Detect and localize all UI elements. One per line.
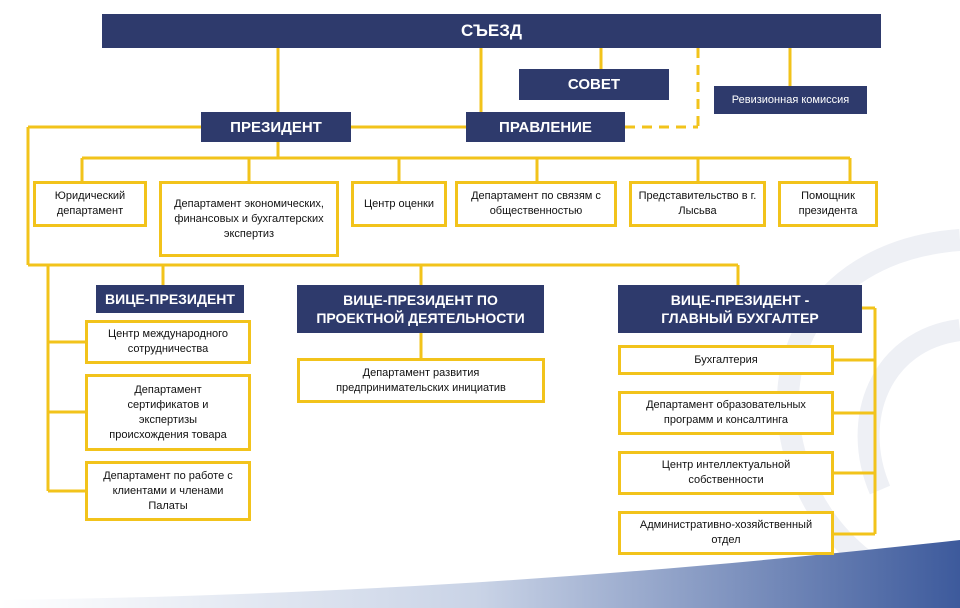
vp3-unit-label: Бухгалтерия	[694, 353, 758, 366]
vice-president-title: ВИЦЕ-ПРЕЗИДЕНТ	[105, 291, 235, 307]
vp3-unit-box: Департамент образовательных программ и к…	[618, 391, 834, 435]
president-unit-label: Представительство в г. Лысьва	[638, 190, 757, 217]
vp1-unit-label: Департамент по работе с клиентами и член…	[103, 469, 233, 512]
council-box: СОВЕТ	[519, 69, 669, 100]
vp3-unit-label: Центр интеллектуальной собственности	[661, 459, 791, 486]
audit-commission-label: Ревизионная комиссия	[731, 94, 850, 106]
president-unit-box: Помощник президента	[778, 181, 878, 227]
board-label: ПРАВЛЕНИЕ	[499, 118, 592, 136]
bottom-band	[0, 540, 960, 608]
vp3-unit-box: Центр интеллектуальной собственности	[618, 451, 834, 495]
vp2-unit-label: Департамент развития предпринимательских…	[336, 366, 506, 394]
president-label: ПРЕЗИДЕНТ	[230, 118, 322, 136]
president-unit-box: Департамент по связям с общественностью	[455, 181, 617, 227]
vp1-unit-label: Департамент сертификатов и экспертизы пр…	[109, 383, 227, 441]
vp1-unit-box: Департамент по работе с клиентами и член…	[85, 461, 251, 521]
congress-box: СЪЕЗД	[102, 14, 881, 48]
president-unit-box: Представительство в г. Лысьва	[629, 181, 766, 227]
president-unit-label: Департамент по связям с общественностью	[471, 190, 601, 217]
vp2-unit-box: Департамент развития предпринимательских…	[297, 358, 545, 403]
vice-president-projects-box: ВИЦЕ-ПРЕЗИДЕНТ ПО ПРОЕКТНОЙ ДЕЯТЕЛЬНОСТИ	[297, 285, 544, 333]
vp3-unit-box: Административно-хозяйственный отдел	[618, 511, 834, 555]
council-label: СОВЕТ	[567, 76, 621, 93]
vice-president-box: ВИЦЕ-ПРЕЗИДЕНТ	[96, 285, 244, 313]
board-box: ПРАВЛЕНИЕ	[466, 112, 625, 142]
president-unit-box: Юридический департамент	[33, 181, 147, 227]
vice-president-accountant-title: ВИЦЕ-ПРЕЗИДЕНТ - ГЛАВНЫЙ БУХГАЛТЕР	[661, 292, 819, 326]
president-unit-label: Юридический департамент	[54, 190, 126, 217]
vp3-unit-box: Бухгалтерия	[618, 345, 834, 375]
president-unit-label: Помощник президента	[798, 190, 858, 217]
vp3-unit-label: Департамент образовательных программ и к…	[646, 399, 806, 426]
vice-president-accountant-box: ВИЦЕ-ПРЕЗИДЕНТ - ГЛАВНЫЙ БУХГАЛТЕР	[618, 285, 862, 333]
president-unit-box: Департамент экономических, финансовых и …	[159, 181, 339, 257]
president-unit-box: Центр оценки	[351, 181, 447, 227]
president-unit-label: Департамент экономических, финансовых и …	[174, 197, 324, 240]
vp1-unit-box: Департамент сертификатов и экспертизы пр…	[85, 374, 251, 451]
vp1-unit-box: Центр международного сотрудничества	[85, 320, 251, 364]
vp1-unit-label: Центр международного сотрудничества	[107, 328, 229, 355]
audit-commission-box: Ревизионная комиссия	[714, 86, 867, 114]
president-box: ПРЕЗИДЕНТ	[201, 112, 351, 142]
vice-president-projects-title: ВИЦЕ-ПРЕЗИДЕНТ ПО ПРОЕКТНОЙ ДЕЯТЕЛЬНОСТИ	[316, 292, 525, 326]
vp3-unit-label: Административно-хозяйственный отдел	[639, 519, 813, 546]
congress-label: СЪЕЗД	[461, 21, 522, 40]
president-unit-label: Центр оценки	[364, 197, 434, 210]
